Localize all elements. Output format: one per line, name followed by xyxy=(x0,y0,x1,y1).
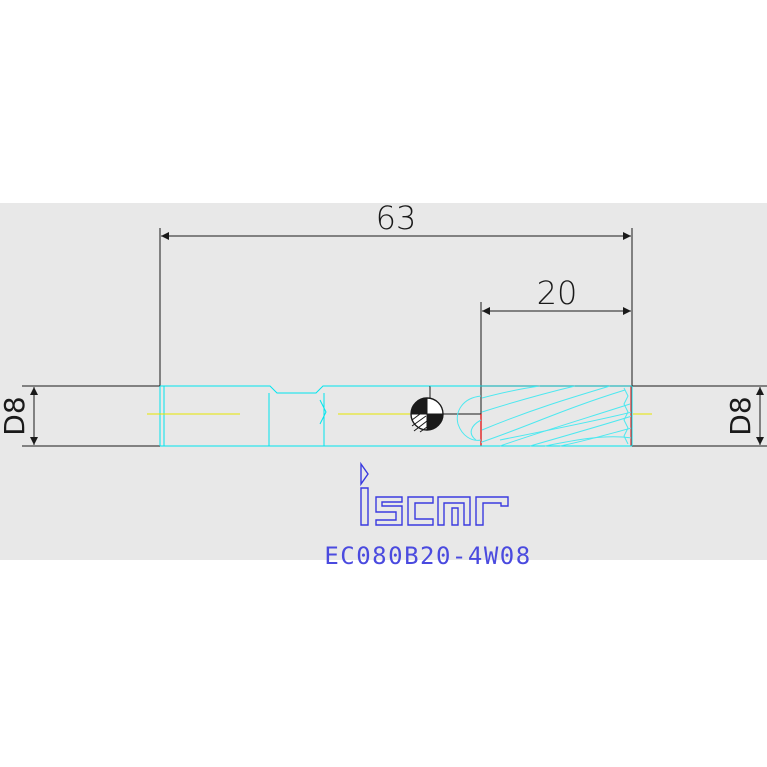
left-diameter-label: D8 xyxy=(0,396,31,435)
cutting-end-detail xyxy=(623,387,629,445)
flute-runout xyxy=(456,395,482,441)
overall-length-dimension: 63 xyxy=(159,199,633,386)
shank-outline xyxy=(159,385,430,447)
overall-length-label: 63 xyxy=(376,199,417,237)
drawing-background-band xyxy=(0,203,767,560)
left-diameter-dimension: D8 xyxy=(0,387,38,445)
neck-transition xyxy=(319,399,327,425)
flute-length-dimension: 20 xyxy=(480,274,631,414)
right-diameter-label: D8 xyxy=(724,396,757,435)
flute-length-label: 20 xyxy=(537,274,578,312)
model-code: EC080B20-4W08 xyxy=(324,542,531,570)
cross-section-symbol xyxy=(410,397,444,433)
right-diameter-dimension: D8 xyxy=(724,387,764,445)
end-mill-tool xyxy=(147,385,652,447)
iscar-logo xyxy=(360,461,509,526)
flute-runout-2 xyxy=(470,419,482,441)
